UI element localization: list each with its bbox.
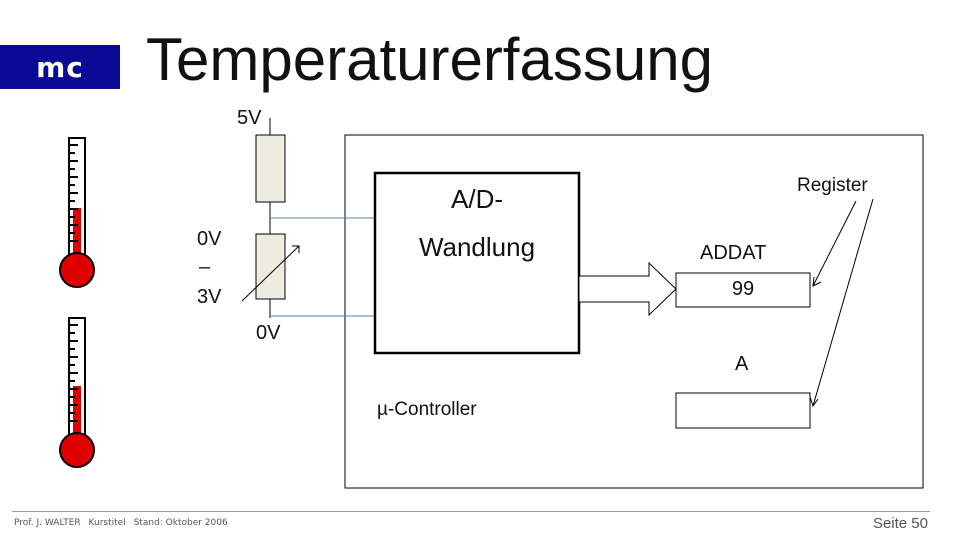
- pointer-arrow: [812, 200, 857, 287]
- resistor: [255, 134, 286, 203]
- ground-label: 0V: [256, 322, 281, 344]
- controller-label: µ-Controller: [377, 399, 477, 420]
- thermometer-icon: [59, 137, 95, 288]
- register-label: Register: [797, 175, 868, 196]
- register-addat: [675, 272, 811, 308]
- output-arrow: [578, 261, 677, 317]
- thermometer-icon: [59, 317, 95, 468]
- range-from-label: 0V: [197, 228, 222, 250]
- footer-divider: [12, 511, 930, 512]
- adc-title-line1: A/D-: [451, 184, 503, 214]
- logo: mc: [0, 45, 120, 89]
- register-name-addat: ADDAT: [700, 242, 767, 264]
- controller-frame: [344, 134, 924, 489]
- register-value-addat: 99: [731, 278, 755, 300]
- range-dash-label: –: [199, 256, 211, 278]
- range-to-label: 3V: [197, 286, 222, 308]
- footer-date: Stand: Oktober 2006: [133, 518, 228, 528]
- page-title: Temperaturerfassung: [146, 26, 713, 93]
- register-a: [675, 392, 811, 429]
- adc-title-line2: Wandlung: [418, 232, 536, 262]
- footer-author: Prof. J. WALTER: [14, 518, 81, 528]
- page-number: Seite 50: [872, 515, 928, 532]
- register-name-a: A: [735, 353, 749, 375]
- supply-voltage-label: 5V: [237, 107, 262, 129]
- footer-meta: Prof. J. WALTER Kurstitel Stand: Oktober…: [14, 518, 233, 528]
- adc-block: [373, 171, 581, 355]
- footer-course: Kurstitel: [88, 518, 126, 528]
- potentiometer-wiper: [241, 245, 300, 302]
- potentiometer: [255, 233, 286, 300]
- pointer-arrow: [812, 198, 874, 407]
